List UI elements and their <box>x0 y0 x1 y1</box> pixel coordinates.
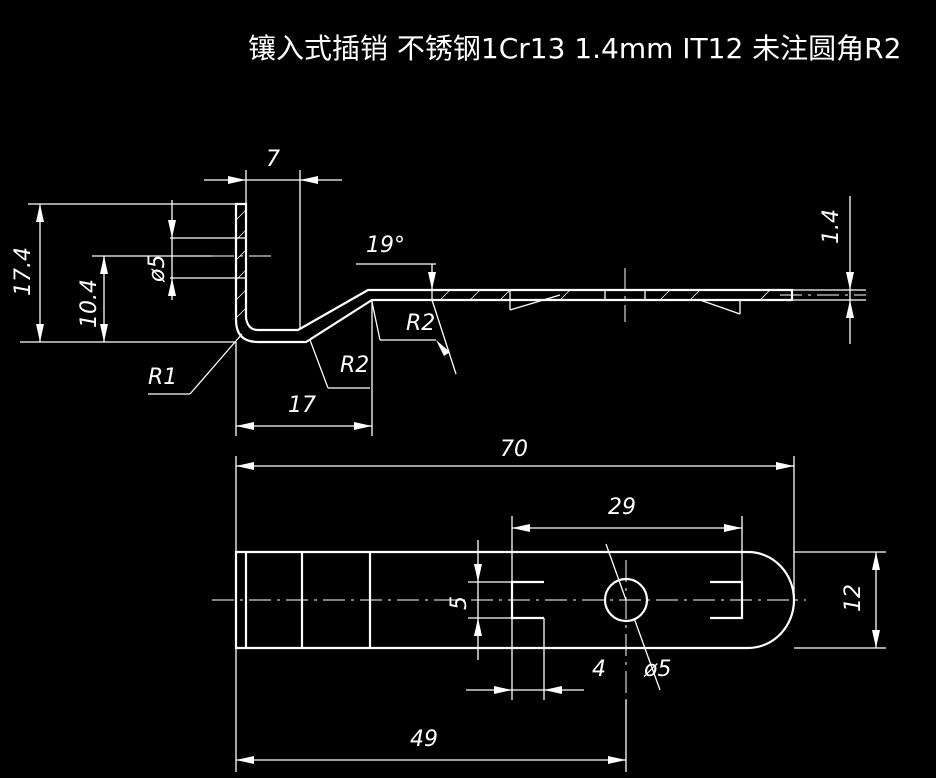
dim-17-4: 17.4 <box>11 247 36 296</box>
dim-phi5-top: ø5 <box>643 657 671 682</box>
dim-29: 29 <box>608 495 636 520</box>
top-view: 70 29 12 5 4 ø5 <box>212 437 886 772</box>
side-hatch-vertical <box>235 209 247 319</box>
dim-7: 7 <box>266 147 280 172</box>
dim-phi5-side: ø5 <box>145 255 170 283</box>
dim-70: 70 <box>500 437 528 462</box>
dim-12: 12 <box>841 584 866 612</box>
slot-right <box>710 580 744 620</box>
dim-49: 49 <box>410 727 438 752</box>
dim-10-4: 10.4 <box>77 279 102 328</box>
radius-r2-a: R2 <box>406 311 435 336</box>
dim-4: 4 <box>592 657 606 682</box>
drawing-title: 镶入式插销 不锈钢1Cr13 1.4mm IT12 未注圆角R2 <box>248 32 901 65</box>
side-part-outline <box>234 202 794 344</box>
angle-19: 19° <box>366 233 405 258</box>
dim-1-4: 1.4 <box>819 209 844 244</box>
slot-left <box>510 580 544 620</box>
radius-r1: R1 <box>148 365 177 390</box>
side-hatch-horizontal <box>439 289 771 301</box>
radius-r2-b: R2 <box>340 353 369 378</box>
top-part-outline <box>234 550 796 650</box>
side-view: 7 17.4 10.4 ø5 19° R2 R2 <box>11 147 866 436</box>
dim-5: 5 <box>447 596 472 610</box>
dim-17: 17 <box>288 393 316 418</box>
